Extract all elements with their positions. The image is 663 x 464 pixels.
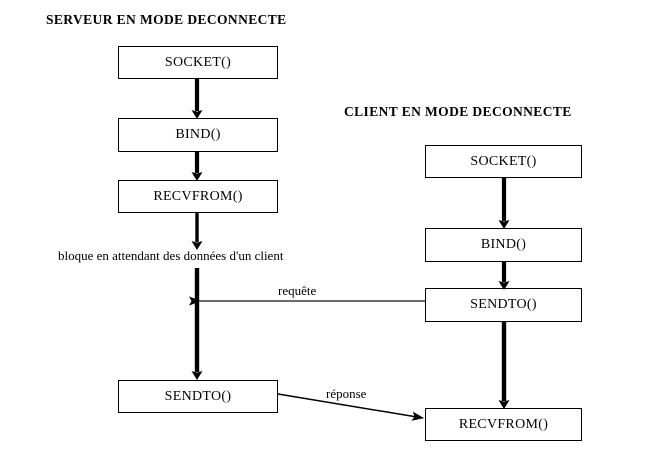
edge-label-reponse: réponse: [326, 386, 367, 401]
client-node-socket: SOCKET(): [425, 145, 582, 178]
server-node-sendto: SENDTO(): [118, 380, 278, 413]
server-section-title: SERVEUR EN MODE DECONNECTE: [46, 12, 287, 27]
client-node-bind: BIND(): [425, 228, 582, 262]
client-node-sendto: SENDTO(): [425, 288, 582, 322]
server-node-bind: BIND(): [118, 118, 278, 152]
client-section-title: CLIENT EN MODE DECONNECTE: [344, 104, 572, 119]
server-blocking-note: bloque en attendant des données d'un cli…: [58, 248, 284, 263]
edge-label-requete: requête: [278, 283, 317, 298]
server-node-recvfrom: RECVFROM(): [118, 180, 278, 213]
client-node-recvfrom: RECVFROM(): [425, 408, 582, 441]
server-node-socket: SOCKET(): [118, 46, 278, 79]
